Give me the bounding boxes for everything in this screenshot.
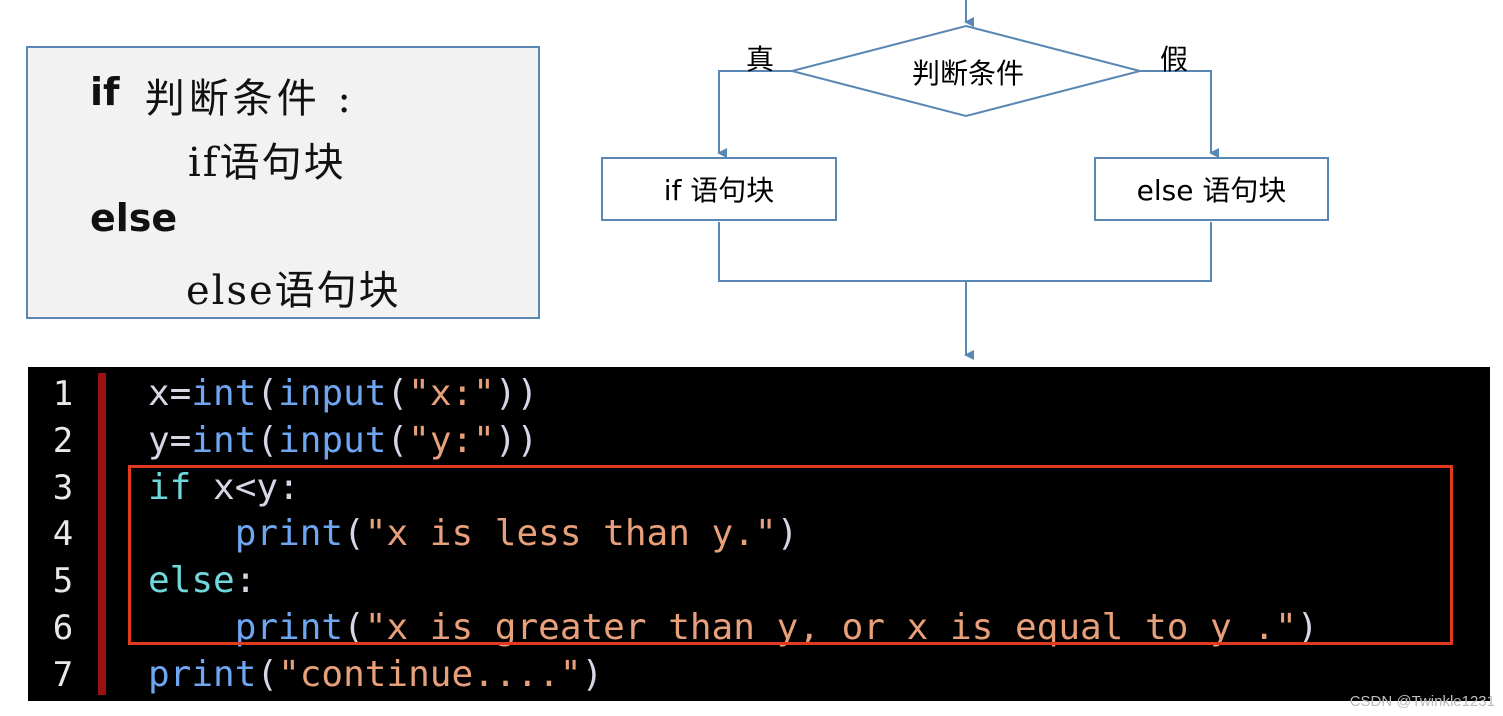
code-token: (: [256, 653, 279, 695]
code-token: print: [148, 653, 257, 695]
code-token: (: [256, 373, 279, 414]
gutter-line: [98, 373, 106, 695]
false-branch-line: [1140, 70, 1219, 158]
code-token: )): [494, 419, 539, 461]
else-block-text: else语句块: [186, 268, 401, 314]
code-token: input: [278, 419, 387, 461]
code-token: ): [776, 513, 799, 555]
if-keyword: if: [90, 70, 120, 114]
decision-diamond: [788, 24, 1144, 118]
code-token: else: [148, 560, 235, 602]
else-block-box: else 语句块: [1094, 157, 1329, 221]
code-token: x<y:: [191, 466, 300, 508]
if-block-text: if语句块: [188, 140, 346, 186]
code-token: y=: [148, 419, 192, 461]
code-line: print("x is greater than y, or x is equa…: [148, 605, 1319, 651]
code-line: if x<y:: [148, 465, 300, 511]
merge-line: [718, 222, 1212, 282]
code-token: x=: [148, 373, 192, 414]
true-branch-line: [717, 70, 792, 158]
code-token: "y:": [408, 419, 495, 461]
line-number: 5: [52, 561, 74, 602]
line-number: 1: [52, 374, 74, 414]
flowchart-lines: [717, 0, 1219, 360]
code-line: print("continue...."): [148, 652, 603, 698]
true-label: 真: [746, 43, 775, 76]
if-else-highlight-box: [128, 465, 1453, 645]
else-keyword: else: [90, 196, 178, 240]
code-token: (: [386, 373, 409, 414]
code-token: print: [234, 513, 344, 555]
if-block-box: if 语句块: [601, 157, 837, 221]
line-number: 6: [52, 608, 74, 648]
code-token: if: [148, 466, 192, 508]
line-number: 4: [52, 514, 74, 555]
code-token: (: [343, 513, 365, 555]
line-number: 7: [52, 654, 74, 695]
line-number: 3: [52, 467, 74, 508]
flowchart: 判断条件 真 假 if 语句块 else 语句块: [560, 0, 1503, 365]
if-block-box-label: if 语句块: [663, 174, 775, 207]
code-token: (: [343, 607, 365, 648]
watermark: CSDN @Twinkle1231: [1349, 693, 1495, 710]
line-number: 2: [52, 420, 74, 461]
decision-label: 判断条件: [912, 57, 1025, 90]
false-label: 假: [1160, 43, 1189, 76]
code-token: :: [234, 560, 257, 602]
else-block-box-label: else 语句块: [1136, 174, 1287, 207]
code-token: )): [494, 373, 539, 414]
code-token: "continue....": [278, 653, 582, 695]
code-token: print: [234, 607, 344, 648]
code-token: int: [191, 373, 257, 414]
code-line: else:: [148, 558, 256, 604]
code-token: (: [256, 419, 279, 461]
code-token: ): [1296, 607, 1319, 648]
code-token: "x is greater than y, or x is equal to y…: [364, 607, 1297, 648]
code-line: print("x is less than y."): [148, 511, 799, 557]
code-token: (: [386, 419, 409, 461]
condition-text: 判断条件 :: [128, 76, 355, 122]
code-line: x=int(input("x:")): [148, 371, 538, 417]
code-token: "x:": [408, 373, 495, 414]
code-line: y=int(input("y:")): [148, 418, 538, 464]
code-token: ): [581, 653, 604, 695]
code-token: "x is less than y.": [364, 513, 777, 555]
syntax-box: if 判断条件 : if语句块 else else语句块: [26, 46, 540, 319]
code-token: input: [278, 373, 387, 414]
code-token: int: [191, 419, 257, 461]
